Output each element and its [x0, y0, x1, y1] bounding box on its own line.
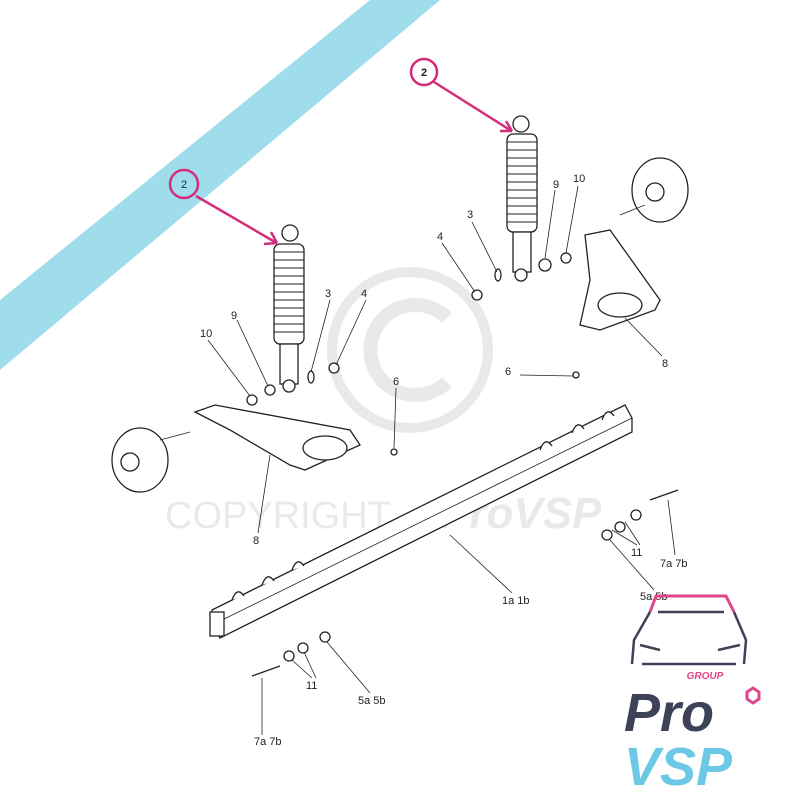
logo-pro-text: Pro: [624, 683, 714, 743]
label-7a-7b-right: 7a 7b: [660, 558, 688, 570]
axle-beam: [209, 404, 633, 639]
label-5a-5b-right: 5a 5b: [640, 591, 668, 603]
trailing-arm-right: [579, 229, 661, 331]
label-3-left: 3: [325, 288, 331, 300]
label-4-left: 4: [361, 288, 367, 300]
label-10-right: 10: [573, 173, 585, 185]
logo-group-text: GROUP: [687, 671, 724, 682]
label-6-center: 6: [393, 376, 399, 388]
copyright-text: COPYRIGHT: [165, 495, 391, 537]
hardware: [246, 252, 679, 677]
leader-lines: [207, 185, 676, 735]
label-9-right: 9: [553, 179, 559, 191]
label-7a-7b-left: 7a 7b: [254, 736, 282, 748]
shock-absorber-left: [273, 224, 305, 393]
callout-number: 2: [181, 179, 187, 191]
callout-shock-right: 2: [409, 57, 514, 133]
website-banner: pro-piece-vsp.com: [0, 0, 440, 370]
label-9-left: 9: [231, 310, 237, 322]
hub-right: [619, 157, 689, 223]
trailing-arm-left: [193, 404, 361, 471]
label-3-right: 3: [467, 209, 473, 221]
label-10-left: 10: [200, 328, 212, 340]
callout-number: 2: [421, 67, 427, 79]
label-8-left: 8: [253, 535, 259, 547]
part-labels: 10 9 3 4 6 8 4 3 9 10 8 6 1a 1b 11 7a 7b…: [200, 173, 688, 748]
callout-shock-left: 2: [168, 168, 279, 246]
label-4-right: 4: [437, 231, 443, 243]
label-11-right: 11: [631, 547, 642, 559]
logo-vsp-text: VSP: [624, 737, 733, 797]
copyright-symbol: [327, 267, 493, 433]
provsp-logo: GROUP Pro VSP: [624, 594, 761, 797]
label-6-right: 6: [505, 366, 511, 378]
label-1a-1b: 1a 1b: [502, 595, 530, 607]
hub-left: [111, 427, 191, 493]
label-11-left: 11: [306, 680, 317, 692]
label-5a-5b-left: 5a 5b: [358, 695, 386, 707]
shock-absorber-right: [506, 115, 538, 282]
label-8-right: 8: [662, 358, 668, 370]
